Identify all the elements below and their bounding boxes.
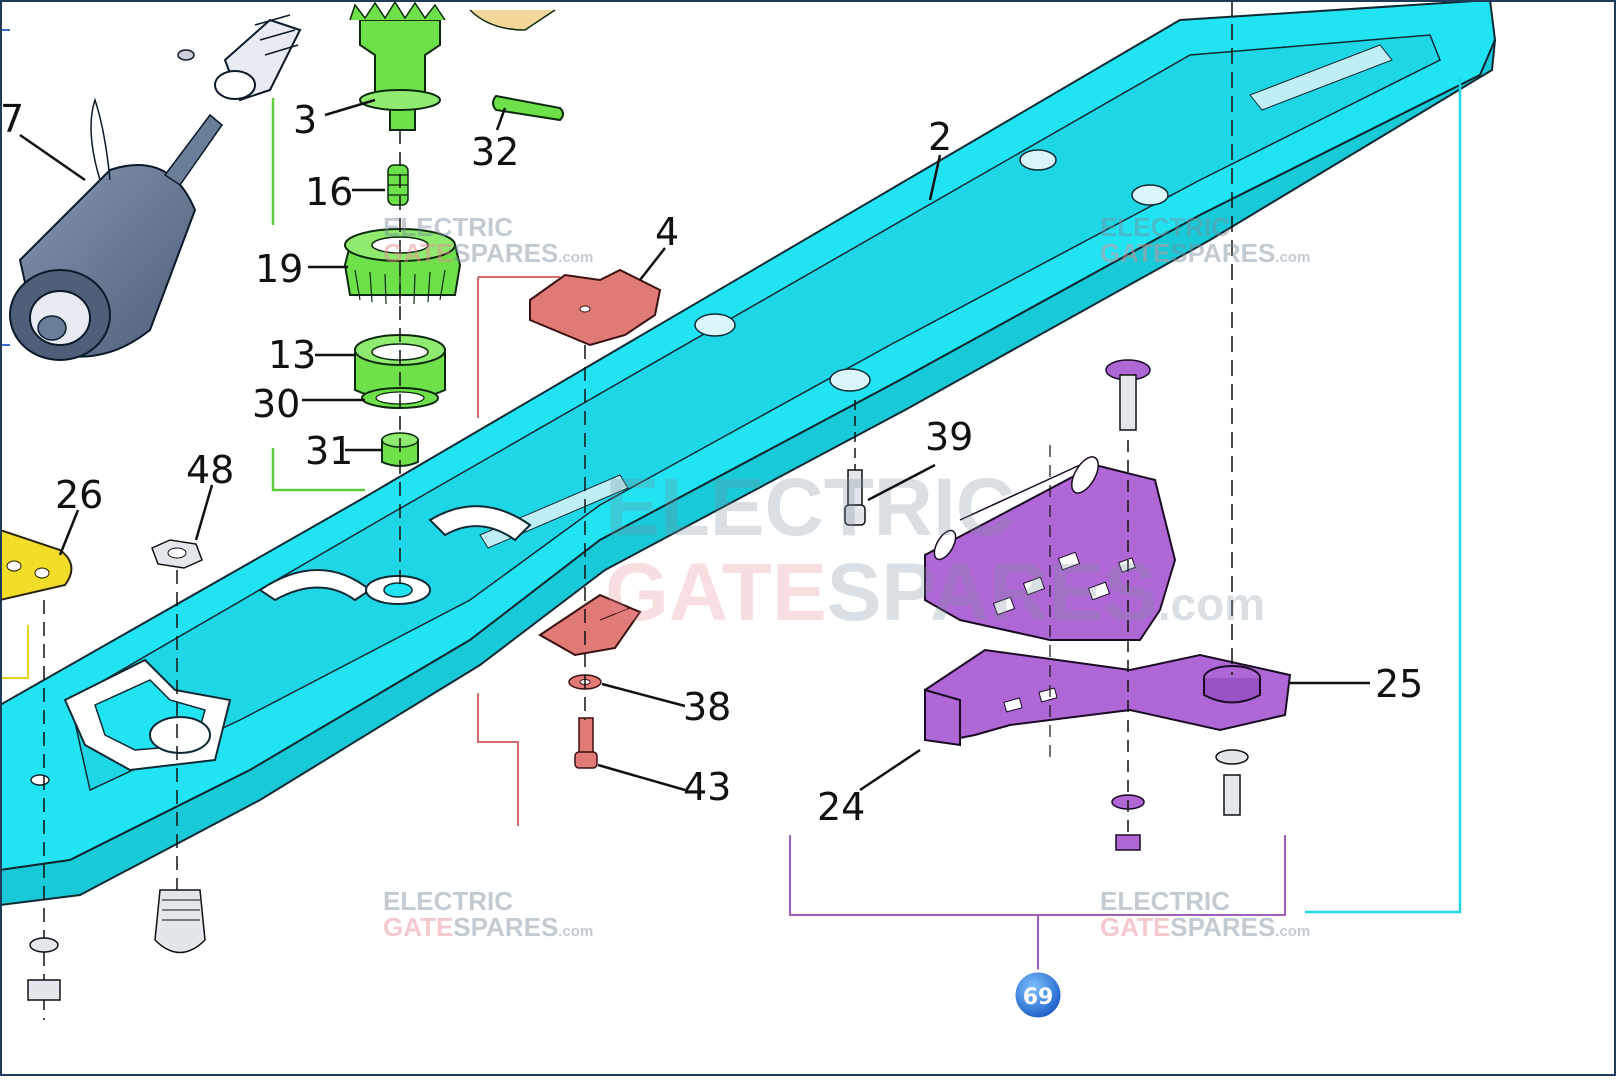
right-screw-part[interactable] [1215, 749, 1249, 816]
watermark-3-line1: ELECTRIC [383, 886, 513, 916]
watermark-large-spares: SPARES [827, 547, 1158, 638]
lower-plate-part[interactable] [538, 593, 642, 657]
watermark-1-line2: GATESPARES.com [383, 238, 593, 268]
gear-group-bracket [271, 98, 365, 492]
callout-31[interactable]: 31 [305, 429, 353, 473]
motor-part[interactable] [9, 97, 224, 361]
watermark-large-line2: GATESPARES.com [605, 547, 1265, 638]
spring-part[interactable] [387, 164, 409, 206]
key-part[interactable] [492, 94, 564, 122]
bracket-bolt-part[interactable] [1105, 359, 1151, 431]
gear-shaft-part[interactable] [349, 0, 556, 131]
assembly-badge[interactable]: 69 [1012, 969, 1064, 1021]
watermark-4-line2: GATESPARES.com [1100, 912, 1310, 942]
cover-plate-part[interactable] [529, 268, 662, 347]
plate-group-bracket [477, 277, 519, 826]
watermark-1-line1: ELECTRIC [383, 212, 513, 242]
watermark-small-2: ELECTRIC GATESPARES.com [1100, 212, 1310, 268]
callout-labels: 3 32 16 19 13 30 31 7 2 4 26 48 39 38 43… [0, 97, 1423, 829]
yellow-plate-part[interactable] [0, 528, 73, 602]
callout-3[interactable]: 3 [293, 98, 317, 142]
watermark-large-line1: ELECTRIC [605, 462, 1015, 553]
callout-48[interactable]: 48 [186, 448, 234, 492]
watermark-large-suffix: .com [1158, 578, 1265, 630]
callout-39[interactable]: 39 [925, 415, 973, 459]
blue-left-tick [0, 29, 10, 346]
watermark-4-line1: ELECTRIC [1100, 886, 1230, 916]
watermark-3-line2: GATESPARES.com [383, 912, 593, 942]
left-washer-part[interactable] [27, 937, 61, 1001]
watermark-large-gate: GATE [605, 547, 827, 638]
nut-48-part[interactable] [151, 539, 203, 569]
callout-25[interactable]: 25 [1375, 662, 1423, 706]
watermark-small-1: ELECTRIC GATESPARES.com [383, 212, 593, 268]
callout-24[interactable]: 24 [817, 785, 865, 829]
screw-43-part[interactable] [574, 717, 598, 769]
watermark-small-4: ELECTRIC GATESPARES.com [1100, 886, 1310, 942]
callout-30[interactable]: 30 [252, 382, 300, 426]
callout-16[interactable]: 16 [305, 170, 353, 214]
lower-bracket-part[interactable] [923, 648, 1292, 747]
leader-lines [19, 98, 1370, 792]
pivot-bolt-part[interactable] [154, 889, 206, 954]
callout-26[interactable]: 26 [55, 473, 103, 517]
worm-sleeve-part[interactable] [177, 14, 302, 102]
watermark-2-line1: ELECTRIC [1100, 212, 1230, 242]
callout-2[interactable]: 2 [928, 115, 952, 159]
watermark-2-line2: GATESPARES.com [1100, 238, 1310, 268]
callout-38[interactable]: 38 [683, 685, 731, 729]
cyan-group-line [1305, 78, 1462, 914]
callout-13[interactable]: 13 [268, 333, 316, 377]
bracket-group-line [789, 835, 1286, 975]
yellow-group-bracket [0, 625, 29, 679]
callout-7[interactable]: 7 [0, 97, 24, 141]
callout-19[interactable]: 19 [255, 247, 303, 291]
callout-4[interactable]: 4 [655, 210, 679, 254]
assembly-badge-number: 69 [1023, 985, 1054, 1010]
main-arm-part[interactable] [0, 0, 1497, 907]
watermark-large: ELECTRIC GATESPARES.com [605, 462, 1265, 638]
callout-32[interactable]: 32 [471, 130, 519, 174]
watermark-small-3: ELECTRIC GATESPARES.com [383, 886, 593, 942]
callout-43[interactable]: 43 [683, 765, 731, 809]
